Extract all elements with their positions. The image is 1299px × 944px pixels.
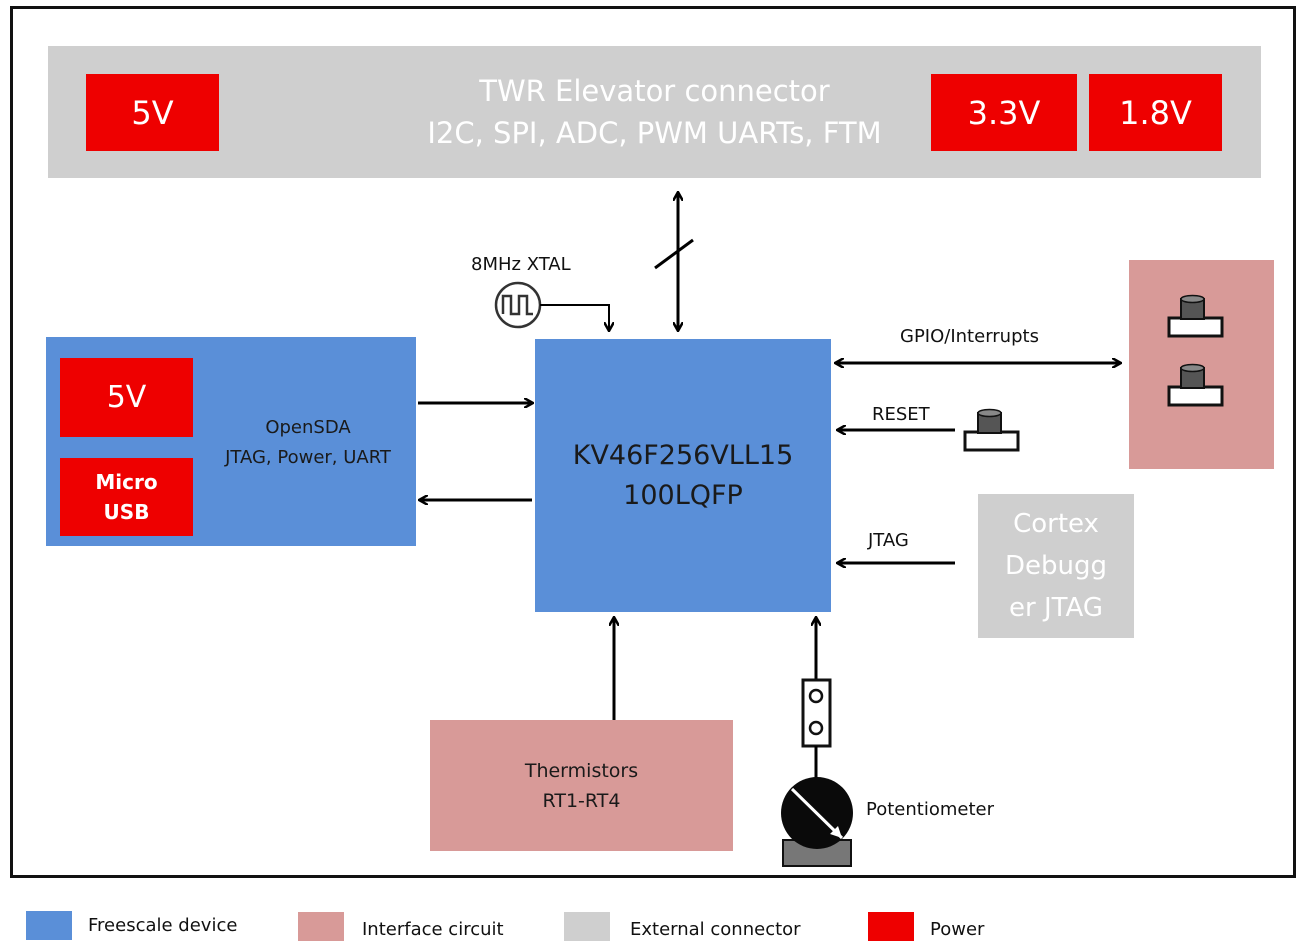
jtag-label: JTAG [868, 530, 909, 551]
elevator-5v-badge: 5V [86, 74, 219, 151]
legend-label-interface: Interface circuit [362, 919, 504, 940]
crystal-oscillator-icon [494, 281, 542, 329]
reset-label: RESET [872, 404, 930, 425]
diagram-frame [10, 6, 1296, 878]
legend-swatch-external [564, 912, 610, 941]
opensda-5v-badge: 5V [60, 358, 193, 437]
buttons-interface-block [1129, 260, 1274, 469]
thermistors-title: Thermistors [524, 759, 639, 782]
reset-button-icon [963, 408, 1020, 452]
elevator-1v8-badge: 1.8V [1089, 74, 1222, 151]
xtal-label: 8MHz XTAL [471, 254, 571, 275]
mcu-part-number: KV46F256VLL15 [572, 439, 794, 471]
push-button-icon [1167, 294, 1224, 338]
cortex-debugger-block: Cortex Debugg er JTAG [978, 494, 1134, 638]
legend: Freescale device Interface circuit Exter… [0, 900, 1299, 944]
mcu-block: KV46F256VLL15 100LQFP [535, 339, 831, 612]
debugger-line3: er JTAG [1009, 593, 1103, 623]
thermistors-block: Thermistors RT1-RT4 [430, 720, 733, 851]
elevator-title: TWR Elevator connector [479, 74, 830, 108]
potentiometer-icon [781, 618, 853, 867]
legend-swatch-power [868, 912, 914, 941]
legend-label-power: Power [930, 919, 985, 940]
opensda-label: OpenSDA JTAG, Power, UART [200, 410, 416, 476]
legend-swatch-interface [298, 912, 344, 941]
opensda-functions: JTAG, Power, UART [225, 447, 391, 468]
thermistors-range: RT1-RT4 [542, 789, 621, 812]
legend-label-freescale: Freescale device [88, 915, 238, 936]
mcu-package: 100LQFP [623, 479, 743, 511]
legend-label-external: External connector [630, 919, 801, 940]
legend-swatch-freescale [26, 911, 72, 940]
gpio-label: GPIO/Interrupts [900, 326, 1039, 347]
elevator-bus-arrow [654, 193, 694, 330]
debugger-line2: Debugg [1004, 551, 1107, 581]
debugger-line1: Cortex [1013, 509, 1099, 539]
xtal-clock-arrow [540, 304, 609, 330]
elevator-3v3-badge: 3.3V [931, 74, 1077, 151]
micro-usb-line1: Micro [95, 470, 158, 494]
opensda-title: OpenSDA [265, 417, 351, 438]
potentiometer-label: Potentiometer [866, 799, 994, 820]
micro-usb-badge: Micro USB [60, 458, 193, 536]
elevator-interfaces: I2C, SPI, ADC, PWM UARTs, FTM [427, 116, 882, 150]
micro-usb-line2: USB [103, 500, 150, 524]
push-button-icon [1167, 363, 1224, 407]
